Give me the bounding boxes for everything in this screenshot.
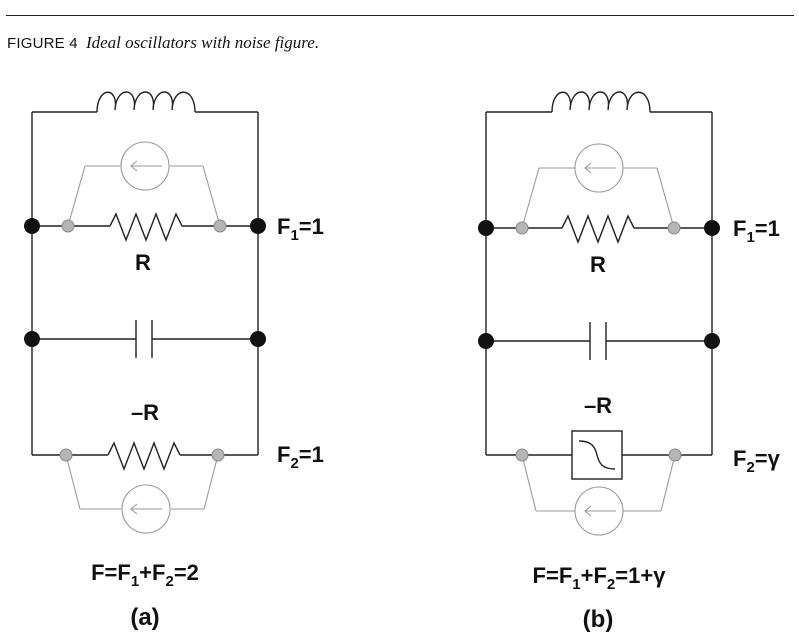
tap-dot [59,448,73,462]
inductor [32,91,258,113]
node-dot [250,218,266,234]
nodes-a [24,218,266,462]
noise-source-top-a [67,141,221,227]
inductor [486,91,712,113]
node-dot [704,333,720,349]
resistor-label-a: R [135,250,151,275]
nodes-b [478,220,720,462]
noise-source-bottom-a [65,454,219,534]
node-dot [478,333,494,349]
tap-dot [668,448,682,462]
resistor-label-b: R [590,252,606,277]
f1-label-a: F1=1 [277,214,324,244]
f2-label-a: F2=1 [277,442,324,472]
figure-number: FIGURE 4 [7,35,78,52]
capacitor [32,320,258,358]
noise-source-top-b [521,143,675,229]
figure-title: Ideal oscillators with noise figure. [85,33,320,52]
tap-dot [515,221,529,235]
tap-dot [667,221,681,235]
node-dot [24,218,40,234]
equation-b: F=F1+F2=1+γ [533,563,667,593]
node-dot [478,220,494,236]
neg-resistor-label-a: –R [131,400,159,425]
filter-block [486,430,712,480]
panel-label-b: (b) [583,606,614,633]
node-dot [24,331,40,347]
tap-dot [61,219,75,233]
panel-label-a: (a) [130,604,159,631]
tap-dot [515,448,529,462]
circuit-b [485,91,713,480]
node-dot [704,220,720,236]
neg-resistor-label-b: –R [584,393,612,418]
f2-label-b: F2=γ [733,446,781,476]
noise-source-bottom-b [521,454,676,536]
tap-dot [213,219,227,233]
top-rule [6,15,794,16]
node-dot [250,331,266,347]
tap-dot [211,448,225,462]
equation-a: F=F1+F2=2 [91,560,199,590]
capacitor [486,322,712,360]
figure-caption: FIGURE 4 Ideal oscillators with noise fi… [7,33,319,53]
f1-label-b: F1=1 [733,216,780,246]
